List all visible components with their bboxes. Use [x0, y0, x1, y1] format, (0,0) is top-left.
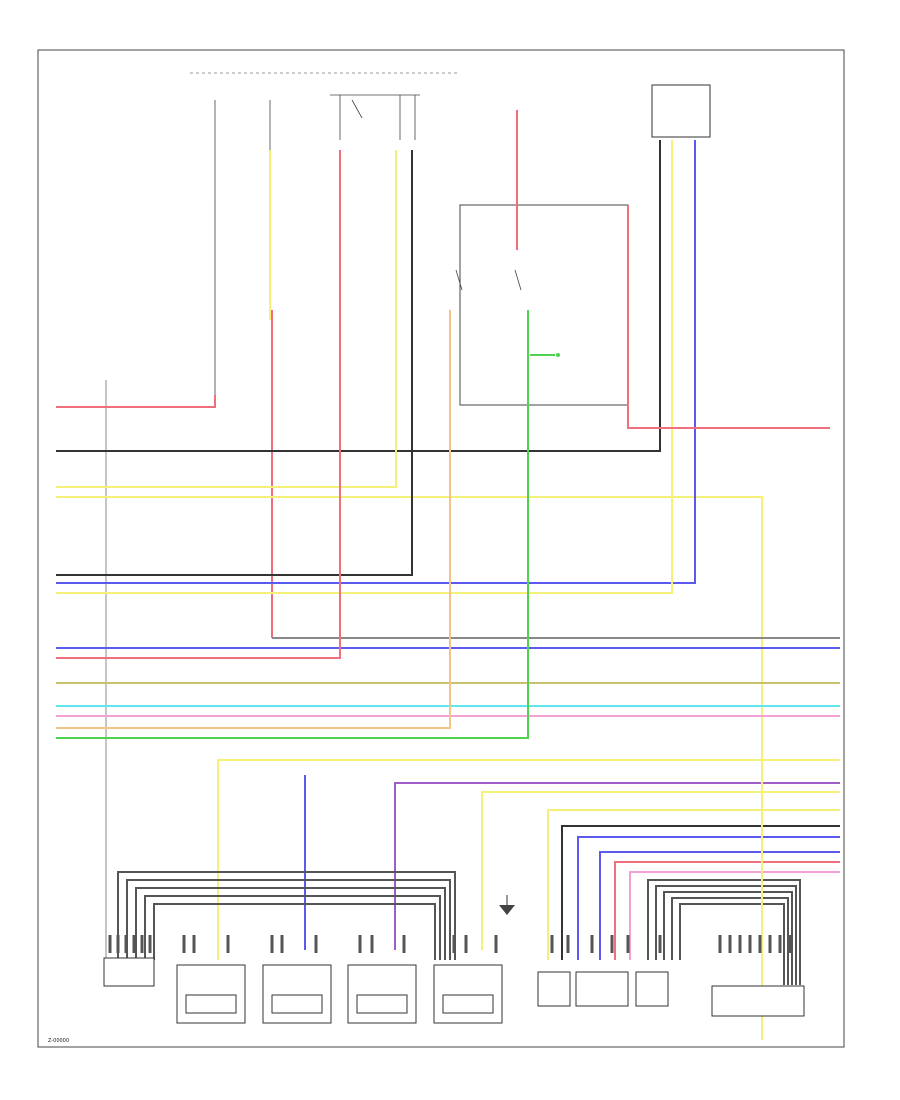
ground-connector-icon: [556, 353, 560, 357]
connector-pin-icon: [124, 935, 128, 953]
relay-contact-icon: [455, 269, 463, 291]
wire-harness: [153, 903, 436, 960]
connector-pin-icon: [464, 935, 468, 953]
wire-yellow: [547, 809, 840, 960]
wire-black: [56, 150, 413, 576]
connector-pin-icon: [280, 935, 284, 953]
wire-black: [56, 140, 661, 452]
connector-pin-icon: [314, 935, 318, 953]
harness-connector-left: [103, 957, 155, 987]
wire-black: [561, 825, 840, 960]
connector-pin-icon: [148, 935, 152, 953]
connector-pin-icon: [758, 935, 762, 953]
connector-pin-icon: [226, 935, 230, 953]
wire-blue: [599, 851, 840, 960]
connector-pin-icon: [358, 935, 362, 953]
footer-code: Z-00000: [48, 1038, 69, 1044]
connector-pin-icon: [566, 935, 570, 953]
wire-harness: [655, 885, 797, 985]
wire-yellow: [56, 150, 397, 488]
wire-yellow: [56, 496, 763, 1040]
wire-harness: [144, 895, 441, 960]
diagram-frame: [37, 49, 845, 1048]
connector-pin-icon: [108, 935, 112, 953]
wire-harness: [647, 879, 801, 985]
wire-orange: [56, 310, 451, 729]
wire-green: [56, 310, 529, 739]
connector-pin-icon: [718, 935, 722, 953]
connector-pin-icon: [140, 935, 144, 953]
connector-pin-icon: [788, 935, 792, 953]
connector-pin-icon: [590, 935, 594, 953]
relay-contact-icon: [514, 269, 522, 291]
connector-pin-icon: [748, 935, 752, 953]
wire-blue: [577, 836, 840, 960]
connector-pin-icon: [402, 935, 406, 953]
wire-harness: [126, 879, 451, 960]
connector-pin-icon: [778, 935, 782, 953]
ignition-coil-3: [347, 964, 417, 1024]
wire-harness: [117, 871, 456, 960]
wire-yellow: [56, 140, 673, 594]
engine-control-module: [651, 84, 711, 138]
harness-connector-right: [711, 985, 805, 1017]
wire-harness: [135, 887, 446, 960]
wire-yellow: [217, 759, 840, 960]
ignition-coil-4: [433, 964, 503, 1024]
connector-pin-icon: [192, 935, 196, 953]
connector-pin-icon: [610, 935, 614, 953]
connector-pin-icon: [738, 935, 742, 953]
connector-pin-icon: [116, 935, 120, 953]
connector-pin-icon: [270, 935, 274, 953]
connector-pin-icon: [658, 935, 662, 953]
wire-blue: [56, 140, 696, 584]
throttle-body-module: [537, 971, 669, 1007]
wire-red: [627, 205, 830, 429]
wire-red: [56, 150, 341, 659]
connector-pin-icon: [494, 935, 498, 953]
wire-harness: [679, 903, 785, 985]
connector-pin-icon: [132, 935, 136, 953]
wire-red: [614, 861, 840, 960]
connector-pin-icon: [182, 935, 186, 953]
wire-harness: [671, 897, 789, 985]
connector-pin-icon: [370, 935, 374, 953]
connector-pin-icon: [626, 935, 630, 953]
connector-pin-icon: [768, 935, 772, 953]
ignition-coil-1: [176, 964, 246, 1024]
wire-red: [56, 395, 216, 408]
ignition-coil-2: [262, 964, 332, 1024]
ground-icon: [499, 895, 515, 915]
wire-pink: [629, 871, 840, 960]
connector-pin-icon: [728, 935, 732, 953]
connector-pin-icon: [550, 935, 554, 953]
wire-yellow: [481, 791, 840, 950]
fuse-box: [214, 94, 420, 200]
wire-harness: [663, 891, 793, 985]
wire-violet: [394, 782, 840, 950]
main-relay-box: [459, 204, 629, 406]
relay-contact-icon: [351, 99, 363, 119]
connector-pin-icon: [452, 935, 456, 953]
